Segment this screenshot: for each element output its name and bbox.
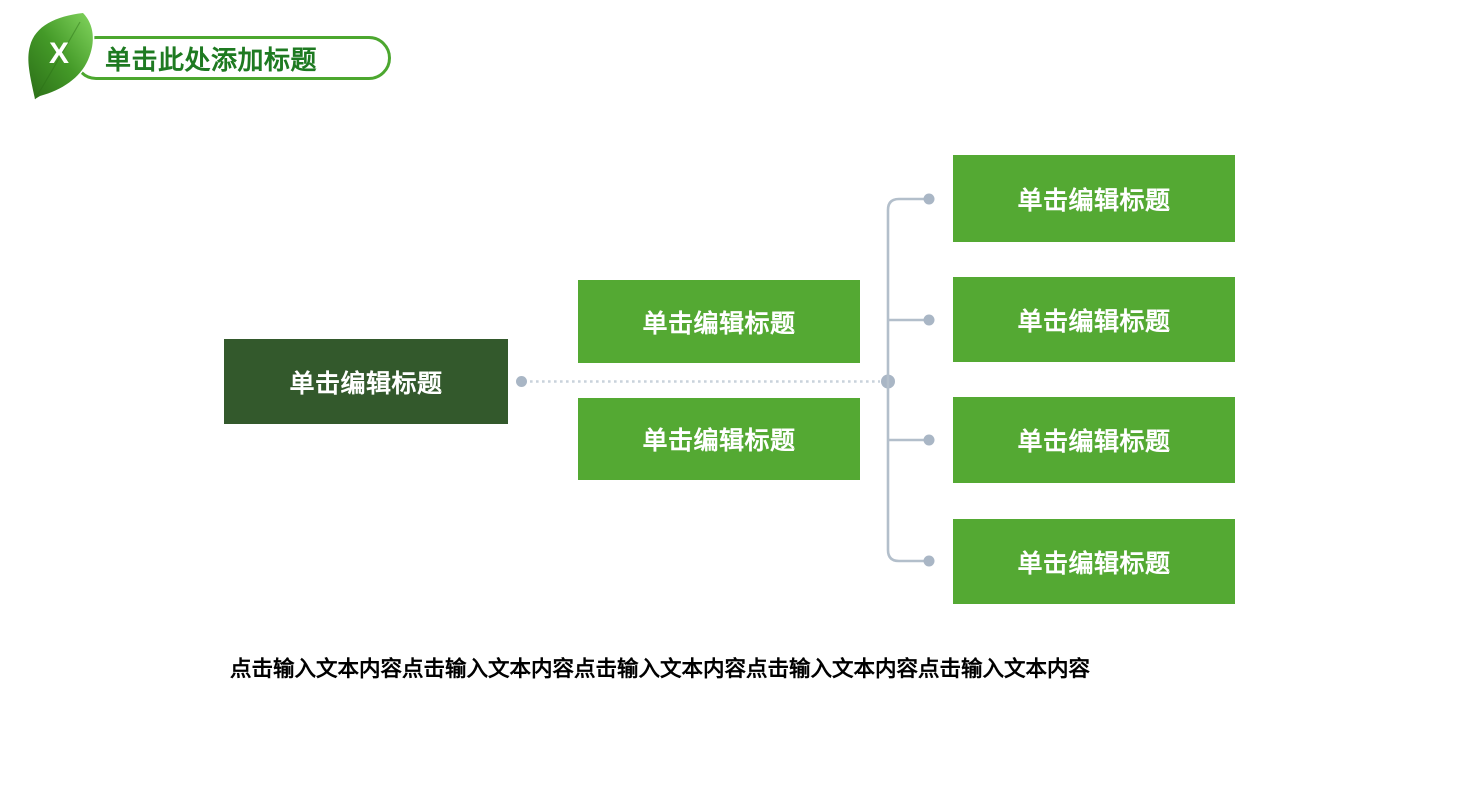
connector-dot-branch-3: [923, 434, 935, 446]
connector-dot-branch-4: [923, 555, 935, 567]
diagram-node-mid-1[interactable]: 单击编辑标题: [578, 280, 860, 363]
connector-dot-branch-2: [923, 314, 935, 326]
slide-title[interactable]: 单击此处添加标题: [105, 44, 318, 75]
diagram-node-mid-2[interactable]: 单击编辑标题: [578, 398, 860, 480]
diagram-node-leaf-3[interactable]: 单击编辑标题: [953, 397, 1235, 483]
body-placeholder-text[interactable]: 点击输入文本内容点击输入文本内容点击输入文本内容点击输入文本内容点击输入文本内容: [230, 657, 1091, 681]
connector-dot-branch-1: [923, 193, 935, 205]
diagram-node-leaf-4[interactable]: 单击编辑标题: [953, 519, 1235, 604]
connector-dot-root: [516, 376, 527, 387]
node-label: 单击编辑标题: [1017, 428, 1171, 456]
node-label: 单击编辑标题: [289, 369, 443, 398]
node-label: 单击编辑标题: [1017, 307, 1171, 336]
diagram-node-leaf-1[interactable]: 单击编辑标题: [953, 155, 1235, 242]
diagram-node-leaf-2[interactable]: 单击编辑标题: [953, 277, 1235, 362]
diagram-node-root[interactable]: 单击编辑标题: [224, 339, 508, 424]
node-label: 单击编辑标题: [642, 427, 796, 455]
leaf-icon: [26, 8, 96, 105]
connector-dot-junction: [881, 374, 895, 389]
node-label: 单击编辑标题: [642, 309, 796, 338]
title-pill: 单击此处添加标题: [74, 36, 391, 80]
node-label: 单击编辑标题: [1017, 186, 1171, 215]
node-label: 单击编辑标题: [1017, 549, 1171, 578]
leaf-icon-svg: [26, 11, 95, 102]
branch-connector: [886, 197, 926, 563]
